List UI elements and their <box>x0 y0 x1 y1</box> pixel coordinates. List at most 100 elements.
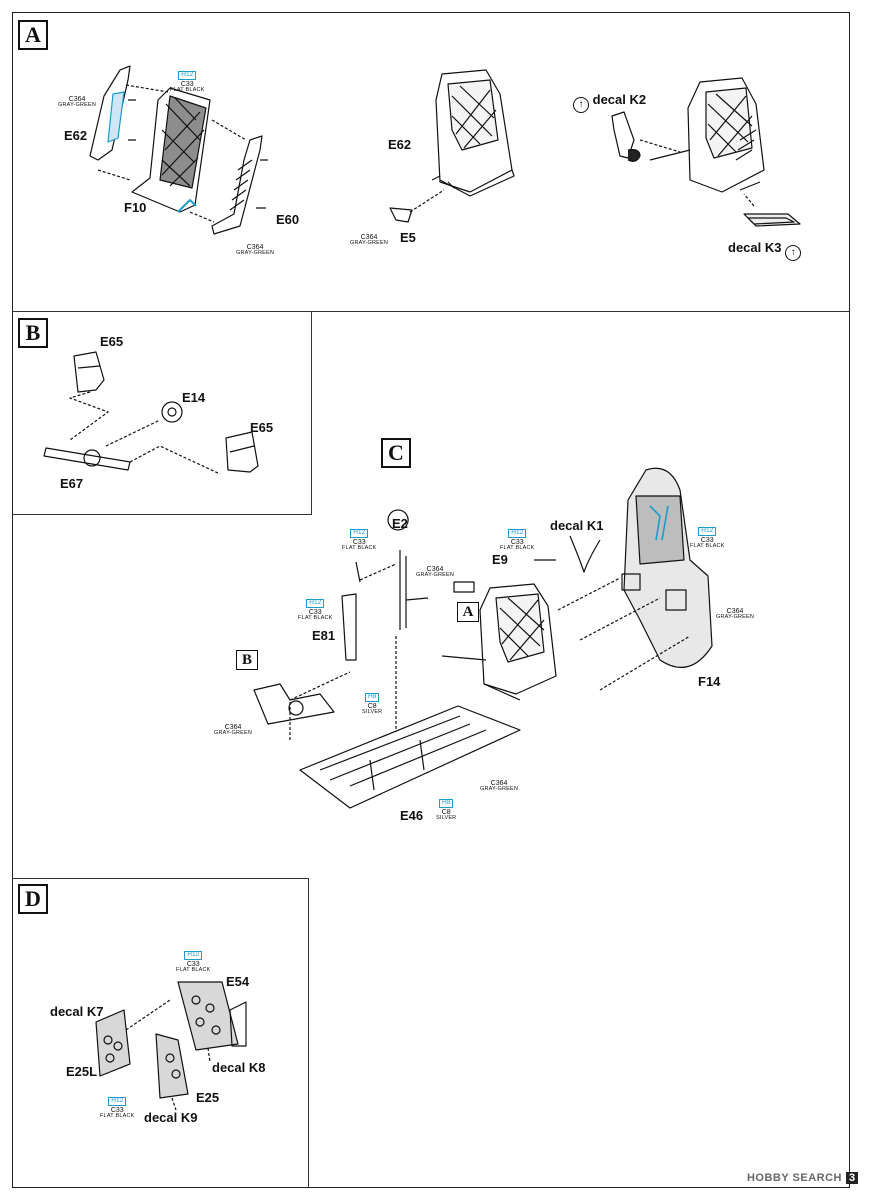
paint-name: GRAY-GREEN <box>716 614 755 621</box>
page-frame <box>12 12 850 1188</box>
part-e54-label: E54 <box>226 974 250 989</box>
paint-name: SILVER <box>362 709 383 716</box>
paint-callout: H12 C33 FLAT BLACK <box>342 522 377 552</box>
decal-k9-label: decal K9 <box>144 1110 198 1125</box>
paint-code-h: H12 <box>108 1097 127 1106</box>
part-e14-label: E14 <box>182 390 206 405</box>
paint-name: SILVER <box>436 815 457 822</box>
paint-name: FLAT BLACK <box>176 967 211 974</box>
paint-code: C364 <box>426 566 444 573</box>
part-e60-label: E60 <box>276 212 300 227</box>
paint-code-h: H12 <box>306 599 325 608</box>
part-e25l-label: E25L <box>66 1064 98 1079</box>
part-e25-label: E25 <box>196 1090 220 1105</box>
paint-callout: H8 C8 SILVER <box>436 792 456 822</box>
step-d-drawing <box>95 981 247 1111</box>
part-e2-label: E2 <box>392 516 408 531</box>
decal-k3-text: decal K3 <box>728 240 782 255</box>
paint-code: C364 <box>490 780 508 787</box>
step-b-drawing <box>43 351 259 475</box>
part-e46-label: E46 <box>400 808 424 823</box>
paint-code: C364 <box>246 244 264 251</box>
paint-callout: H8 C8 SILVER <box>362 686 382 716</box>
decal-k2-text: decal K2 <box>592 92 647 107</box>
watermark: HOBBY SEARCH <box>746 1172 842 1184</box>
paint-name: GRAY-GREEN <box>350 240 389 247</box>
part-f10-label: F10 <box>124 200 147 215</box>
paint-name: FLAT BLACK <box>690 543 725 550</box>
page-number: 3 <box>846 1172 858 1184</box>
paint-callout: C364 GRAY-GREEN <box>236 244 274 257</box>
paint-callout: H12 C33 FLAT BLACK <box>500 522 535 552</box>
paint-callout: C364 GRAY-GREEN <box>716 608 754 621</box>
paint-code: C8 <box>441 808 451 816</box>
divider-d-right <box>308 878 309 1188</box>
paint-code: C33 <box>186 960 200 968</box>
paint-code-h: H12 <box>698 527 717 536</box>
decal-k7-label: decal K7 <box>50 1004 104 1019</box>
step-c-drawing <box>253 467 713 809</box>
decal-k2-drawing <box>611 111 681 162</box>
paint-code: C33 <box>308 608 322 616</box>
decal-k2-label: ↑ decal K2 <box>573 92 646 113</box>
paint-name: FLAT BLACK <box>170 87 205 94</box>
part-e5-label: E5 <box>400 230 416 245</box>
paint-code: C364 <box>224 724 242 731</box>
part-e65-label-2: E65 <box>250 420 274 435</box>
seat-assembled-middle-drawing <box>389 69 515 223</box>
paint-code-h: H12 <box>178 71 197 80</box>
paint-callout: H12 C33 FLAT BLACK <box>170 64 205 94</box>
paint-code-h: H12 <box>508 529 527 538</box>
decal-k3-label: decal K3 ↑ <box>728 240 802 261</box>
paint-code: C8 <box>367 702 377 710</box>
paint-callout: C364 GRAY-GREEN <box>350 234 388 247</box>
paint-code: C364 <box>360 234 378 241</box>
seat-side-e62-drawing <box>89 65 136 161</box>
paint-code: C33 <box>510 538 524 546</box>
step-a-label: A <box>18 20 48 50</box>
up-arrow-circle-icon: ↑ <box>573 97 589 113</box>
paint-name: FLAT BLACK <box>298 615 333 622</box>
paint-callout: H12 C33 FLAT BLACK <box>690 520 725 550</box>
paint-callout: C364 GRAY-GREEN <box>58 96 96 109</box>
paint-code-h: H8 <box>365 693 380 702</box>
decal-k1-label: decal K1 <box>550 518 604 533</box>
paint-callout: C364 GRAY-GREEN <box>416 566 454 579</box>
part-e65-label: E65 <box>100 334 124 349</box>
step-c-subassembly-b-label: B <box>236 650 258 670</box>
paint-name: GRAY-GREEN <box>58 102 97 109</box>
paint-callout: C364 GRAY-GREEN <box>214 724 252 737</box>
part-e81-label: E81 <box>312 628 336 643</box>
seat-pan-f10-drawing <box>131 87 211 213</box>
part-e9-label: E9 <box>492 552 508 567</box>
paint-name: GRAY-GREEN <box>214 730 253 737</box>
step-b-label: B <box>18 318 48 348</box>
part-f14-label: F14 <box>698 674 721 689</box>
paint-callout: H12 C33 FLAT BLACK <box>298 592 333 622</box>
paint-name: FLAT BLACK <box>100 1113 135 1120</box>
paint-name: FLAT BLACK <box>342 545 377 552</box>
paint-code: C364 <box>726 608 744 615</box>
paint-code: C33 <box>700 536 714 544</box>
paint-code: C33 <box>180 80 194 88</box>
decal-k3-drawing <box>743 193 801 227</box>
step-c-subassembly-a-label: A <box>457 602 479 622</box>
paint-code-h: H12 <box>350 529 369 538</box>
paint-name: GRAY-GREEN <box>236 250 275 257</box>
divider-b-bottom <box>12 514 312 515</box>
paint-code-h: H8 <box>439 799 454 808</box>
paint-callout: C364 GRAY-GREEN <box>480 780 518 793</box>
paint-code: C33 <box>352 538 366 546</box>
up-arrow-circle-icon: ↑ <box>785 245 802 261</box>
part-e62-label: E62 <box>64 128 88 143</box>
seat-side-e60-drawing <box>211 135 268 235</box>
paint-code: C33 <box>110 1106 124 1114</box>
paint-code-h: H12 <box>184 951 203 960</box>
paint-name: FLAT BLACK <box>500 545 535 552</box>
paint-code: C364 <box>68 96 86 103</box>
paint-callout: H12 C33 FLAT BLACK <box>100 1090 135 1120</box>
step-d-label: D <box>18 884 48 914</box>
paint-callout: H12 C33 FLAT BLACK <box>176 944 211 974</box>
part-e62-label-2: E62 <box>388 137 412 152</box>
paint-name: GRAY-GREEN <box>480 786 519 793</box>
